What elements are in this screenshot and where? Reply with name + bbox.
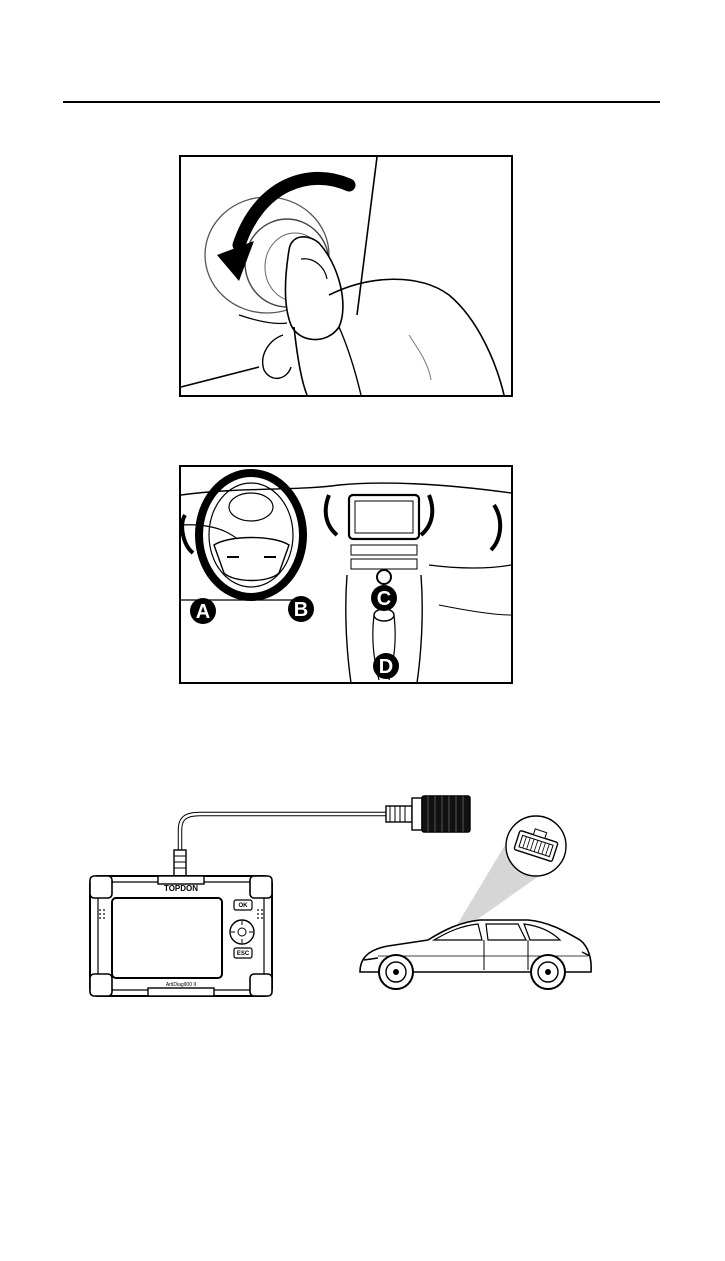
device-brand: TOPDON [164, 884, 198, 893]
key-turn-icon [179, 155, 513, 397]
label-c: C [377, 588, 391, 610]
label-c-marker: C [371, 585, 397, 611]
scanner-connection-figure: TOPDON OK ESC ArtiDiag900 II [88, 790, 600, 1010]
car-icon [360, 816, 591, 989]
label-d-marker: D [373, 653, 399, 679]
label-b: B [294, 599, 308, 621]
device-model: ArtiDiag900 II [166, 982, 196, 988]
ok-button-label: OK [239, 903, 249, 909]
scanner-device-icon: TOPDON OK ESC ArtiDiag900 II [90, 876, 272, 996]
esc-button-label: ESC [237, 951, 250, 957]
header-rule [63, 101, 660, 103]
label-b-marker: B [288, 596, 314, 622]
label-a-marker: A [190, 598, 216, 624]
label-d: D [379, 656, 393, 678]
obd-connector-icon [386, 796, 470, 832]
ignition-turn-figure [179, 155, 513, 397]
label-a: A [196, 601, 210, 623]
dashboard-locations-figure: A B C D [179, 465, 513, 684]
